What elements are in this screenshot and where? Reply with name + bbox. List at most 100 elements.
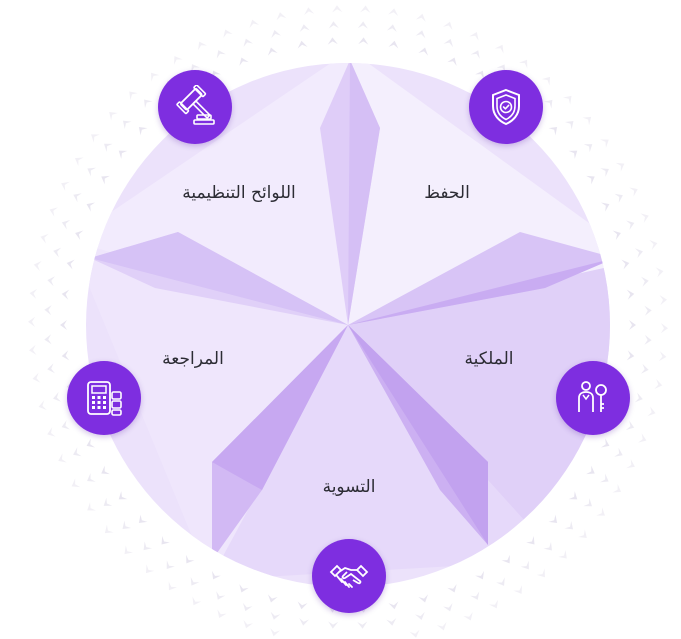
halo-chevron [332, 5, 343, 13]
segment-label-audit: المراجعة [162, 349, 224, 369]
halo-chevron [489, 599, 498, 609]
segment-label-preservation: الحفظ [424, 183, 470, 203]
halo-chevron [44, 334, 52, 345]
halo-chevron [583, 498, 593, 507]
halo-chevron [145, 564, 155, 574]
halo-chevron [118, 150, 128, 159]
halo-chevron [659, 295, 667, 306]
halo-chevron [388, 601, 399, 610]
halo-chevron [586, 175, 595, 185]
halo-chevron [436, 622, 447, 631]
halo-chevron [470, 50, 480, 59]
ownership-badge[interactable] [556, 361, 630, 435]
halo-chevron [168, 581, 178, 591]
person-key-icon [578, 381, 607, 412]
halo-chevron [103, 497, 113, 506]
halo-chevron [40, 233, 49, 244]
ray-up-shade [348, 63, 380, 325]
halo-chevron [87, 502, 96, 511]
halo-chevron [596, 507, 605, 516]
halo-chevron [357, 621, 368, 629]
halo-chevron [496, 64, 506, 73]
halo-chevron [239, 57, 249, 66]
halo-chevron [297, 601, 308, 610]
halo-chevron [104, 524, 114, 534]
halo-chevron [270, 611, 281, 620]
halo-chevron [124, 545, 133, 555]
halo-chevron [103, 143, 113, 152]
halo-chevron [626, 459, 635, 469]
halo-chevron [267, 47, 278, 56]
preservation-badge[interactable] [469, 70, 543, 144]
halo-chevron [626, 220, 635, 230]
halo-chevron [586, 465, 595, 475]
halo-chevron [53, 247, 62, 258]
halo-chevron [563, 95, 572, 105]
halo-chevron [564, 520, 574, 530]
halo-chevron [654, 379, 663, 389]
halo-chevron [243, 38, 253, 47]
halo-chevron [29, 288, 38, 299]
halo-chevron [211, 70, 221, 80]
halo-chevron [655, 267, 664, 278]
halo-chevron [47, 427, 56, 437]
halo-chevron [73, 193, 82, 203]
halo-chevron [626, 289, 635, 300]
halo-chevron [276, 12, 287, 21]
audit-badge[interactable] [67, 361, 141, 435]
halo-chevron [644, 305, 652, 316]
gavel-icon [176, 85, 215, 125]
halo-chevron [418, 594, 429, 603]
halo-chevron [520, 560, 529, 570]
halo-chevron [626, 350, 635, 361]
halo-chevron [267, 594, 278, 603]
calculator-icon [87, 381, 122, 416]
halo-chevron [61, 181, 70, 191]
halo-chevron [625, 420, 635, 430]
halo-chevron [443, 21, 453, 30]
halo-chevron [211, 570, 221, 580]
halo-chevron [386, 24, 397, 33]
halo-chevron [634, 248, 643, 258]
halo-chevron [358, 37, 369, 45]
halo-chevron [271, 30, 281, 39]
halo-chevron [151, 72, 160, 82]
halo-chevron [647, 406, 656, 417]
regulations-badge[interactable] [158, 70, 232, 144]
halo-chevron [388, 40, 399, 49]
halo-chevron [447, 584, 457, 593]
halo-chevron [612, 483, 622, 493]
halo-chevron [415, 611, 425, 620]
segment-label-ownership: الملكية [464, 349, 514, 369]
halo-chevron [629, 320, 636, 330]
halo-chevron [621, 259, 630, 270]
halo-chevron [496, 577, 505, 586]
halo-chevron [640, 363, 649, 374]
halo-chevron [297, 40, 308, 49]
halo-chevron [49, 207, 58, 217]
halo-chevron [73, 447, 82, 457]
halo-chevron [583, 144, 593, 153]
halo-chevron [60, 320, 67, 330]
halo-chevron [74, 157, 84, 167]
halo-chevron [470, 591, 480, 600]
halo-chevron [299, 24, 310, 32]
halo-chevron [138, 126, 148, 136]
halo-chevron [518, 59, 528, 69]
halo-chevron [190, 577, 200, 586]
halo-chevron [409, 629, 420, 638]
halo-chevron [447, 57, 457, 66]
halo-chevron [638, 433, 647, 443]
halo-chevron [239, 584, 249, 593]
halo-chevron [564, 121, 574, 130]
halo-chevron [75, 230, 84, 240]
halo-chevron [138, 514, 148, 524]
halo-chevron [198, 41, 207, 51]
halo-chevron [328, 21, 339, 29]
settlement-badge[interactable] [312, 539, 386, 613]
segment-label-regulations: اللوائح التنظيمية [182, 183, 296, 203]
halo-chevron [558, 549, 567, 559]
halo-chevron [526, 535, 535, 545]
halo-chevron [536, 568, 545, 578]
halo-chevron [614, 447, 623, 457]
